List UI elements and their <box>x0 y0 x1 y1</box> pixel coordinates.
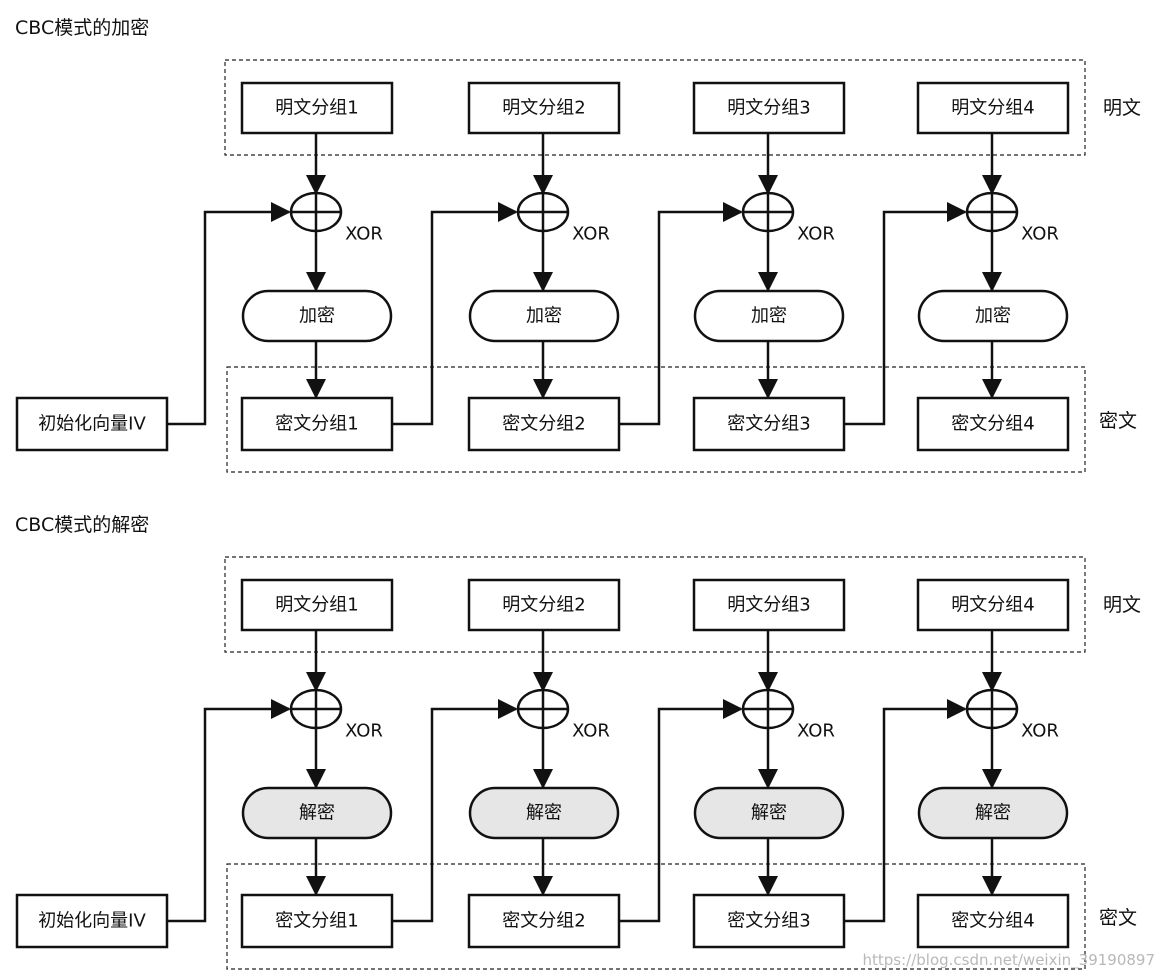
feedback-arrow <box>844 202 967 426</box>
ciphertext-block-label: 密文分组1 <box>275 911 358 932</box>
ciphertext-block-label: 密文分组4 <box>951 911 1034 932</box>
operation-label: 加密 <box>751 306 787 327</box>
plaintext-block-label: 明文分组2 <box>502 595 585 616</box>
plaintext-block-label: 明文分组1 <box>275 98 358 119</box>
feedback-arrow <box>167 699 291 923</box>
xor-label: XOR <box>572 721 610 742</box>
xor-symbol <box>516 191 570 233</box>
ciphertext-block <box>916 396 1070 452</box>
operation-label: 解密 <box>975 803 1011 824</box>
watermark: https://blog.csdn.net/weixin_39190897 <box>862 951 1155 970</box>
plaintext-block <box>692 578 846 632</box>
ciphertext-block-label: 密文分组3 <box>727 911 810 932</box>
plaintext-block-label: 明文分组4 <box>951 98 1034 119</box>
xor-label: XOR <box>797 224 835 245</box>
plaintext-group-label: 明文 <box>1103 594 1141 616</box>
xor-symbol <box>516 688 570 730</box>
xor-label: XOR <box>345 721 383 742</box>
xor-symbol <box>741 191 795 233</box>
ciphertext-block <box>240 893 394 949</box>
ciphertext-block-label: 密文分组2 <box>502 911 585 932</box>
feedback-arrow <box>167 202 291 426</box>
plaintext-block-label: 明文分组3 <box>727 595 810 616</box>
operation-label: 加密 <box>299 306 335 327</box>
section-title: CBC模式的加密 <box>15 17 149 39</box>
plaintext-block-label: 明文分组3 <box>727 98 810 119</box>
plaintext-block <box>916 81 1070 135</box>
plaintext-block <box>692 81 846 135</box>
feedback-arrow <box>392 202 518 426</box>
ciphertext-block <box>467 893 621 949</box>
feedback-arrow <box>619 202 743 426</box>
iv-box <box>15 396 169 452</box>
xor-symbol <box>289 191 343 233</box>
ciphertext-block <box>467 396 621 452</box>
operation-label: 加密 <box>975 306 1011 327</box>
xor-symbol <box>741 688 795 730</box>
xor-symbol <box>965 688 1019 730</box>
operation-label: 解密 <box>299 803 335 824</box>
ciphertext-block-label: 密文分组4 <box>951 414 1034 435</box>
xor-label: XOR <box>1021 224 1059 245</box>
ciphertext-block-label: 密文分组3 <box>727 414 810 435</box>
plaintext-group-frame <box>224 556 1086 653</box>
ciphertext-block <box>916 893 1070 949</box>
operation-label: 解密 <box>526 803 562 824</box>
ciphertext-group-label: 密文 <box>1099 907 1137 929</box>
iv-label: 初始化向量IV <box>38 911 146 932</box>
ciphertext-group-frame <box>226 366 1086 473</box>
ciphertext-block-label: 密文分组2 <box>502 414 585 435</box>
section-title: CBC模式的解密 <box>15 514 149 536</box>
ciphertext-block <box>692 396 846 452</box>
ciphertext-group-label: 密文 <box>1099 410 1137 432</box>
xor-label: XOR <box>1021 721 1059 742</box>
feedback-arrow <box>844 699 967 923</box>
feedback-arrow <box>619 699 743 923</box>
ciphertext-block-label: 密文分组1 <box>275 414 358 435</box>
iv-box <box>15 893 169 949</box>
plaintext-block-label: 明文分组4 <box>951 595 1034 616</box>
xor-symbol <box>965 191 1019 233</box>
plaintext-group-frame <box>224 59 1086 156</box>
xor-label: XOR <box>797 721 835 742</box>
operation-label: 加密 <box>526 306 562 327</box>
feedback-arrow <box>392 699 518 923</box>
xor-label: XOR <box>345 224 383 245</box>
operation-label: 解密 <box>751 803 787 824</box>
plaintext-block-label: 明文分组1 <box>275 595 358 616</box>
plaintext-block <box>467 578 621 632</box>
ciphertext-group-frame <box>226 863 1086 970</box>
plaintext-block <box>916 578 1070 632</box>
ciphertext-block <box>692 893 846 949</box>
xor-label: XOR <box>572 224 610 245</box>
xor-symbol <box>289 688 343 730</box>
iv-label: 初始化向量IV <box>38 414 146 435</box>
plaintext-block-label: 明文分组2 <box>502 98 585 119</box>
plaintext-group-label: 明文 <box>1103 97 1141 119</box>
